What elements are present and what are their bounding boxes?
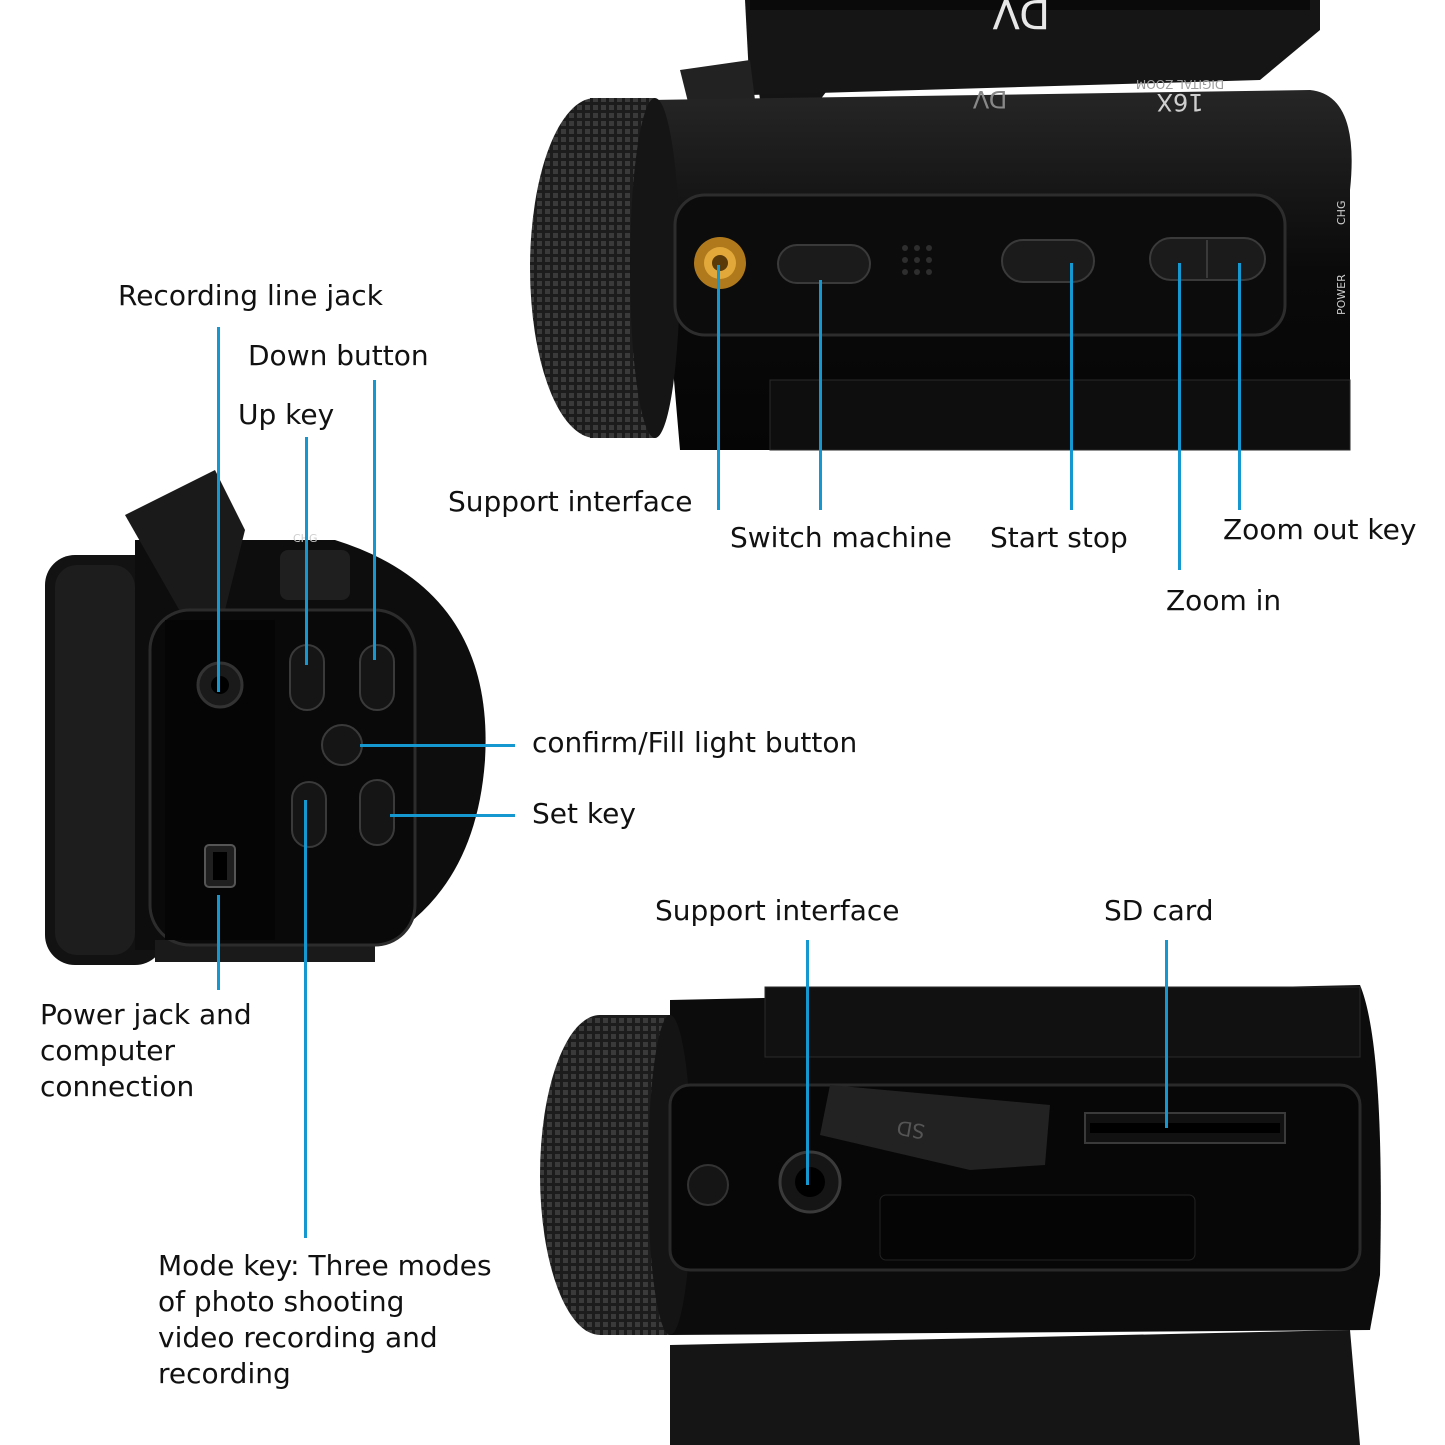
speaker-grille (902, 245, 932, 275)
camera-bottom-view: SD (540, 985, 1381, 1445)
leader-mode-key (304, 800, 307, 1238)
label-mode-key: Mode key: Three modes of photo shooting … (158, 1249, 492, 1390)
leader-set-key (390, 814, 515, 817)
label-start-stop: Start stop (990, 521, 1128, 554)
leader-support-interface-top (717, 265, 720, 510)
leader-zoom-in (1178, 263, 1181, 570)
label-sd-card: SD card (1104, 894, 1214, 927)
leader-recording-line-jack (217, 327, 220, 692)
strap-logo: DV (992, 0, 1050, 36)
label-support-interface-top: Support interface (448, 485, 693, 518)
camera-top-view: DV 16X DV CHG POWER DIGITAL ZOO (530, 0, 1352, 451)
leader-start-stop (1070, 263, 1073, 510)
leader-sd-card (1165, 940, 1168, 1128)
confirm-button (321, 724, 363, 766)
leader-zoom-out-key (1238, 263, 1241, 510)
label-power-jack: Power jack and computer connection (40, 998, 252, 1103)
leader-support-interface-bottom (806, 940, 809, 1185)
label-support-interface-bottom: Support interface (655, 894, 900, 927)
sd-marking: SD (895, 1115, 927, 1144)
record-button (1001, 239, 1095, 283)
label-zoom-in: Zoom in (1166, 584, 1282, 617)
top-zoom-marking: 16X (1157, 88, 1204, 116)
side-power-marking: POWER (1335, 274, 1348, 315)
leader-up-key (305, 437, 308, 665)
power-button (777, 244, 871, 284)
label-up-key: Up key (238, 398, 335, 431)
hand-strap-bottom (670, 1330, 1360, 1445)
label-set-key: Set key (532, 797, 636, 830)
label-recording-line-jack: Recording line jack (118, 279, 383, 312)
top-digital-zoom-marking: DIGITAL ZOOM (1136, 77, 1224, 91)
set-key-button (359, 779, 395, 846)
leader-confirm-fill-light (360, 744, 515, 747)
leader-down-button (373, 380, 376, 660)
label-switch-machine: Switch machine (730, 521, 952, 554)
down-button-key (359, 644, 395, 711)
leader-power-jack (217, 895, 220, 990)
sd-card-cover (820, 1085, 1050, 1170)
label-confirm-fill-light: confirm/Fill light button (532, 726, 858, 759)
mode-key-button (291, 781, 327, 848)
label-down-button: Down button (248, 339, 429, 372)
top-brand-marking: DV (972, 85, 1007, 113)
leader-switch-machine (819, 280, 822, 510)
hand-strap (745, 0, 1320, 95)
camera-left-view: CHG (45, 470, 486, 965)
label-zoom-out-key: Zoom out key (1223, 513, 1417, 546)
side-chg-marking: CHG (1335, 201, 1348, 225)
